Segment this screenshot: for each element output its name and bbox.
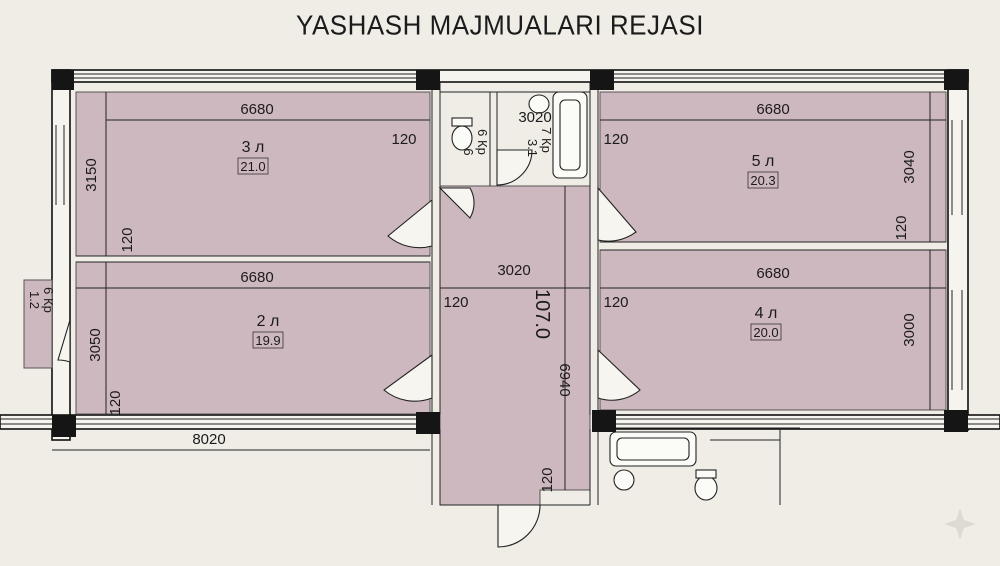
south-exterior-wall-right xyxy=(597,414,1000,430)
room-5-area: 20.3 xyxy=(750,173,775,188)
dim-room3-height: 3150 xyxy=(83,158,100,191)
dim-hall-width: 3020 xyxy=(497,262,530,279)
dim-bath-width: 3020 xyxy=(518,109,551,126)
dimension-lines xyxy=(52,92,946,490)
room-5 xyxy=(599,91,947,243)
dim-room2-wall-right: 120 xyxy=(443,294,468,311)
dim-room2-wall-bottom: 120 xyxy=(107,390,124,415)
structural-columns xyxy=(52,70,968,437)
dim-room4-height: 3000 xyxy=(901,313,918,346)
room-3-name: 3 л xyxy=(242,139,265,156)
door-room-2 xyxy=(383,353,433,402)
dim-room3-wall-bottom: 120 xyxy=(119,227,136,252)
door-room-3 xyxy=(387,198,433,249)
door-wc-6 xyxy=(438,187,475,219)
dim-overall-bottom: 8020 xyxy=(192,431,225,448)
bathroom-fixtures xyxy=(451,91,718,501)
dim-room5-wall-left: 120 xyxy=(603,131,628,148)
toilet-bottom xyxy=(694,475,718,501)
door-room-4 xyxy=(597,348,641,401)
room-4-name: 4 л xyxy=(755,305,778,322)
west-exterior-wall xyxy=(51,69,71,441)
dim-room4-width: 6680 xyxy=(756,265,789,282)
sparkle-icon xyxy=(944,508,976,540)
dim-room5-wall-bottom: 120 xyxy=(893,215,910,240)
room-4-area: 20.0 xyxy=(753,325,778,340)
room-3-area: 21.0 xyxy=(240,159,265,174)
hallway xyxy=(439,185,591,506)
wc-area: 6 xyxy=(461,148,476,155)
closet-area: 1.2 xyxy=(27,291,42,309)
sink-top xyxy=(528,94,550,114)
room-2-area: 19.9 xyxy=(255,333,280,348)
door-closet xyxy=(57,319,71,363)
toilet-top xyxy=(451,125,473,151)
door-room-5 xyxy=(597,186,637,242)
wc-name: 6 Кр xyxy=(475,129,490,155)
dim-room3-width: 6680 xyxy=(240,101,273,118)
east-exterior-wall xyxy=(947,69,969,431)
dim-room2-height: 3050 xyxy=(87,328,104,361)
door-swings xyxy=(57,149,641,548)
dim-room3-wall-right: 120 xyxy=(391,131,416,148)
window-marks xyxy=(0,73,1000,425)
bath-name: 7 Кр xyxy=(539,127,554,153)
closet-name: 6 Кр xyxy=(41,287,56,313)
dim-hall-bottom: 120 xyxy=(539,467,556,492)
dim-room5-height: 3040 xyxy=(901,150,918,183)
dim-room5-width: 6680 xyxy=(756,101,789,118)
page-title: YASHASH MAJMUALARI REJASI xyxy=(296,9,704,41)
room-6-closet xyxy=(23,279,53,369)
hall-area: 107.0 xyxy=(531,289,553,339)
entrance-door xyxy=(497,504,541,548)
north-exterior-wall xyxy=(51,69,969,83)
bath-area: 3.1 xyxy=(525,139,540,157)
room-4 xyxy=(599,249,947,411)
room-2-name: 2 л xyxy=(257,313,280,330)
door-bath-7 xyxy=(496,149,533,186)
room-5-name: 5 л xyxy=(752,153,775,170)
dim-room4-wall-left: 120 xyxy=(603,294,628,311)
dim-hall-length: 6940 xyxy=(556,363,573,396)
dim-room2-width: 6680 xyxy=(240,269,273,286)
sink-bottom xyxy=(613,469,635,491)
